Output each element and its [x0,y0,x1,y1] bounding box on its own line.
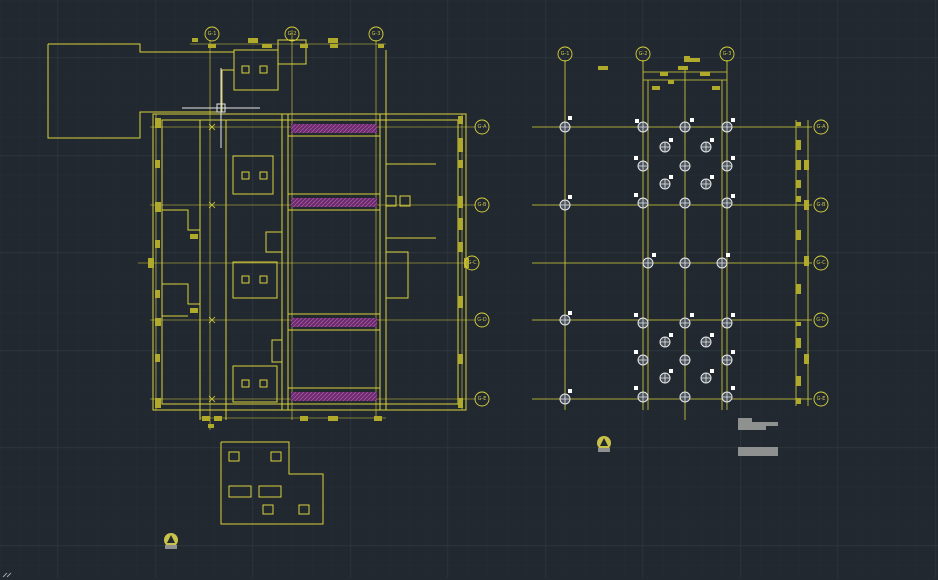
left-grid-label-b: G-B [478,202,488,208]
tower-block [233,49,279,91]
crosshair-cursor-icon [182,68,260,148]
right-grid-bubble-labels: G-1 G-2 G-3 G-A G-B G-C G-D G-E [561,51,827,402]
column-markers-left [208,123,216,403]
right-grid-label-c: G-C [816,260,826,266]
legend-blocks [738,418,778,456]
north-arrow-icon [597,436,611,452]
right-grid-label-2: G-2 [639,51,648,57]
ucs-icon [2,568,12,578]
right-grid-label-a: G-A [817,124,827,130]
left-grid-bubble-labels: G-1 G-2 G-3 G-A G-B G-C G-D G-E [208,31,488,402]
pile-crosshairs [560,122,732,404]
annex-outline [47,43,235,139]
pile-tags [568,116,735,393]
beam-hatches [291,124,377,401]
right-grid-label-e: G-E [817,396,826,402]
left-grid-label-e: G-E [478,396,487,402]
left-grid-label-1: G-1 [208,31,217,37]
right-grid-label-b: G-B [817,202,827,208]
right-grid-bubbles [557,46,829,407]
left-dimension-marks [148,38,469,428]
left-floor-plan[interactable] [47,30,476,525]
left-grid-bubbles [204,26,490,407]
left-grid-label-d: G-D [477,317,487,323]
left-grid-label-c: G-C [467,260,477,266]
service-block-outline [220,441,324,525]
north-arrow-icon [164,533,178,549]
left-grid-label-3: G-3 [372,31,381,37]
right-dimension-marks [598,56,809,404]
right-grid-label-1: G-1 [561,51,570,57]
left-grid-label-a: G-A [478,124,488,130]
left-grid-label-2: G-2 [288,31,297,37]
right-grid-label-3: G-3 [723,51,732,57]
right-grid-label-d: G-D [816,317,826,323]
